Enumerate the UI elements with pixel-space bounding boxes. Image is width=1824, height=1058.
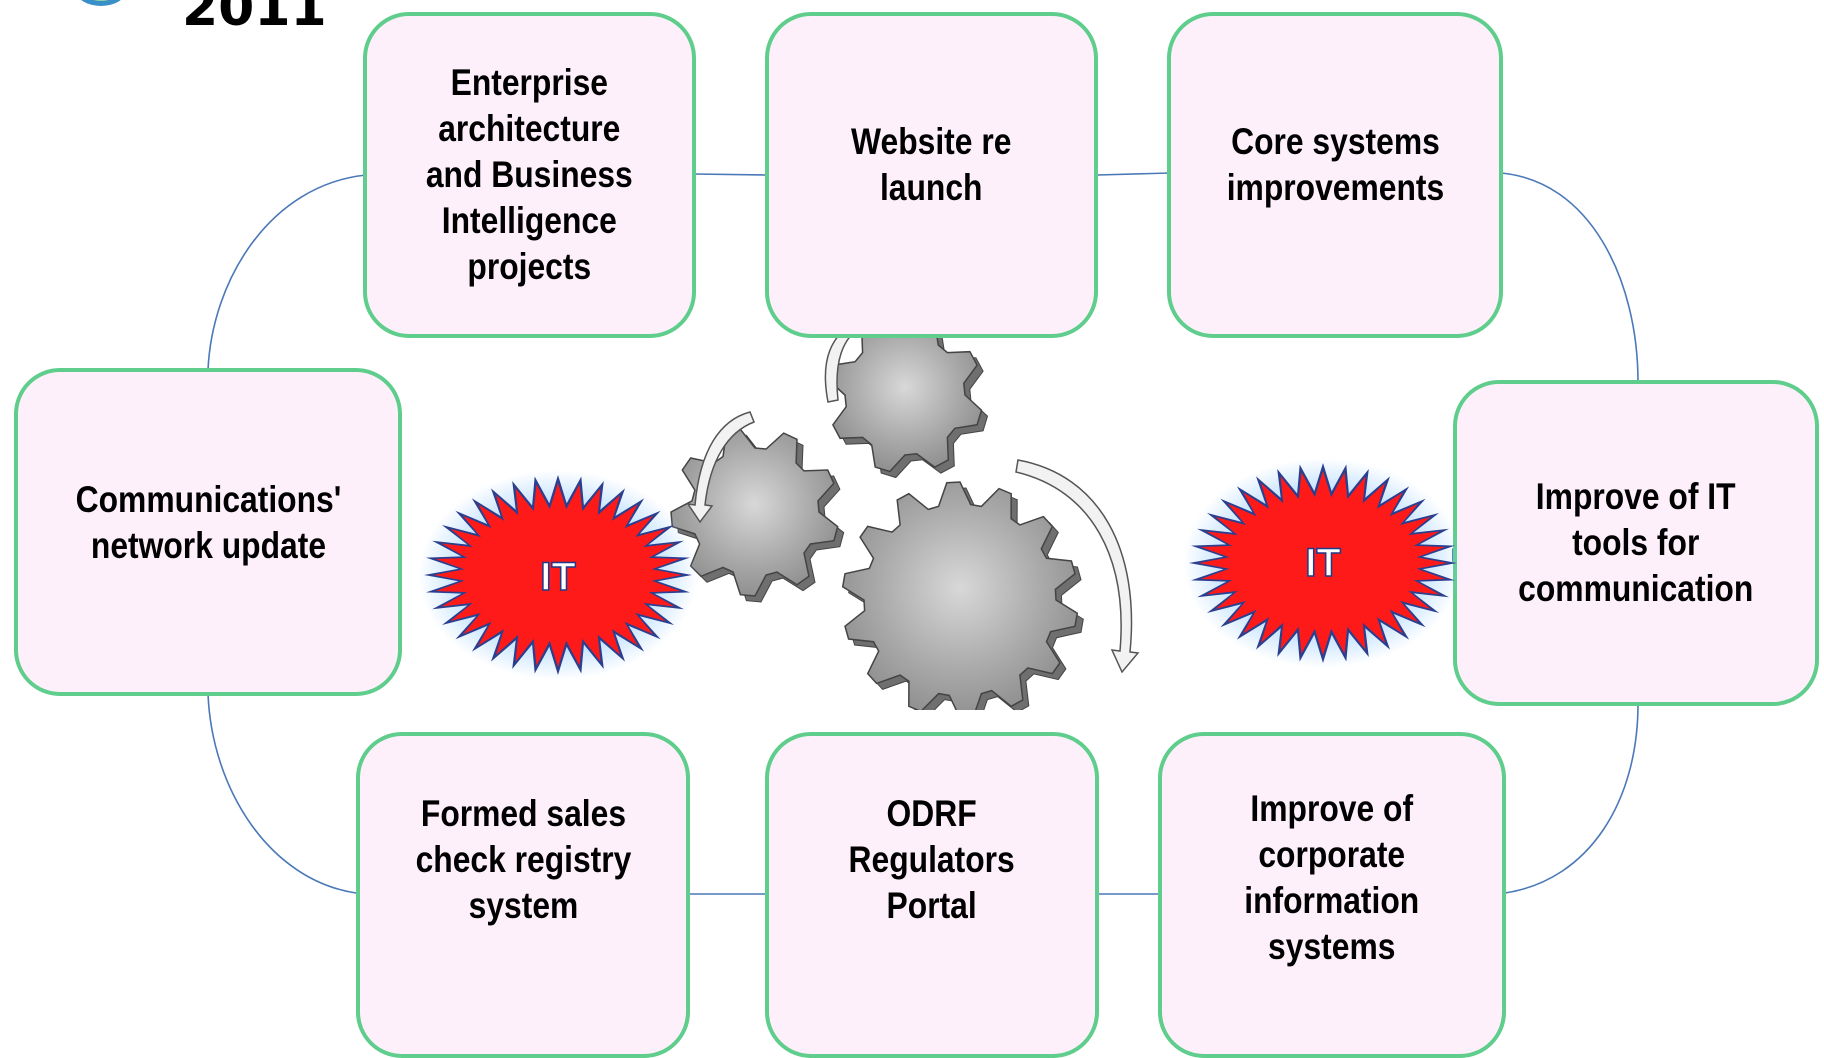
gears-icon (670, 308, 1140, 710)
it-burst-icon: IT (1183, 458, 1463, 668)
circular-arrow-icon (686, 411, 755, 524)
year-title: 2011 (182, 0, 327, 38)
gear-icon (827, 317, 983, 473)
it-burst-label: IT (1305, 541, 1341, 585)
box-corporate-systems: Improve of corporate information systems (1158, 732, 1506, 1058)
it-burst-label: IT (540, 555, 576, 599)
box-sales-registry: Formed sales check registry system (356, 732, 690, 1058)
box-communications-network: Communications' network update (14, 368, 402, 696)
box-core-systems: Core systems improvements (1167, 12, 1503, 338)
box-odrf-portal: ODRF Regulators Portal (765, 732, 1099, 1058)
gear-icon (841, 481, 1079, 710)
it-burst-icon: IT (418, 470, 698, 680)
box-it-tools: Improve of IT tools for communication (1453, 380, 1819, 706)
box-enterprise-architecture: Enterprise architecture and Business Int… (363, 12, 696, 338)
circular-arrow-icon (1015, 459, 1140, 674)
box-website-relaunch: Website re launch (765, 12, 1098, 338)
logo-icon (81, 0, 121, 6)
